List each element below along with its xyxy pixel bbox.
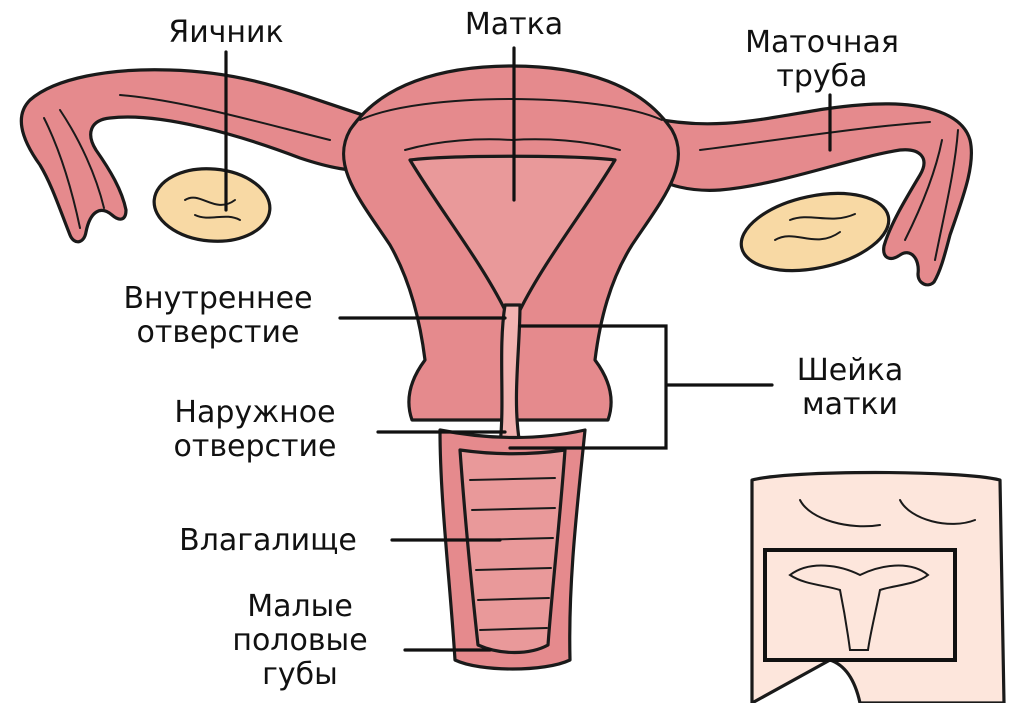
label-cervix-line2: матки bbox=[802, 387, 898, 422]
label-external-os-line2: отверстие bbox=[174, 429, 337, 464]
cervix-bracket bbox=[508, 324, 774, 450]
label-internal-os-line2: отверстие bbox=[137, 315, 300, 350]
inset-body-view bbox=[750, 470, 1006, 703]
label-uterus: Матка bbox=[465, 7, 563, 42]
right-ovary bbox=[739, 191, 891, 273]
label-vagina: Влагалище bbox=[179, 523, 357, 558]
label-cervix-line1: Шейка bbox=[797, 353, 904, 388]
left-ovary bbox=[152, 167, 272, 243]
label-external-os-line1: Наружное bbox=[174, 395, 335, 430]
label-tube-line2: труба bbox=[776, 59, 867, 94]
label-ovary: Яичник bbox=[168, 15, 283, 50]
inset-frame bbox=[763, 548, 957, 662]
right-fallopian-tube bbox=[650, 102, 974, 287]
labels: Яичник Матка Маточная труба Внутреннее о… bbox=[123, 7, 903, 692]
leader-lines bbox=[224, 46, 832, 652]
label-labia-line2: половые bbox=[232, 623, 367, 658]
uterus-body bbox=[341, 64, 681, 447]
label-labia-line1: Малые bbox=[247, 589, 353, 624]
label-internal-os-line1: Внутреннее bbox=[123, 281, 312, 316]
label-labia-line3: губы bbox=[262, 657, 338, 692]
vagina bbox=[438, 428, 587, 671]
left-fallopian-tube bbox=[19, 68, 374, 244]
label-tube-line1: Маточная bbox=[745, 25, 899, 60]
